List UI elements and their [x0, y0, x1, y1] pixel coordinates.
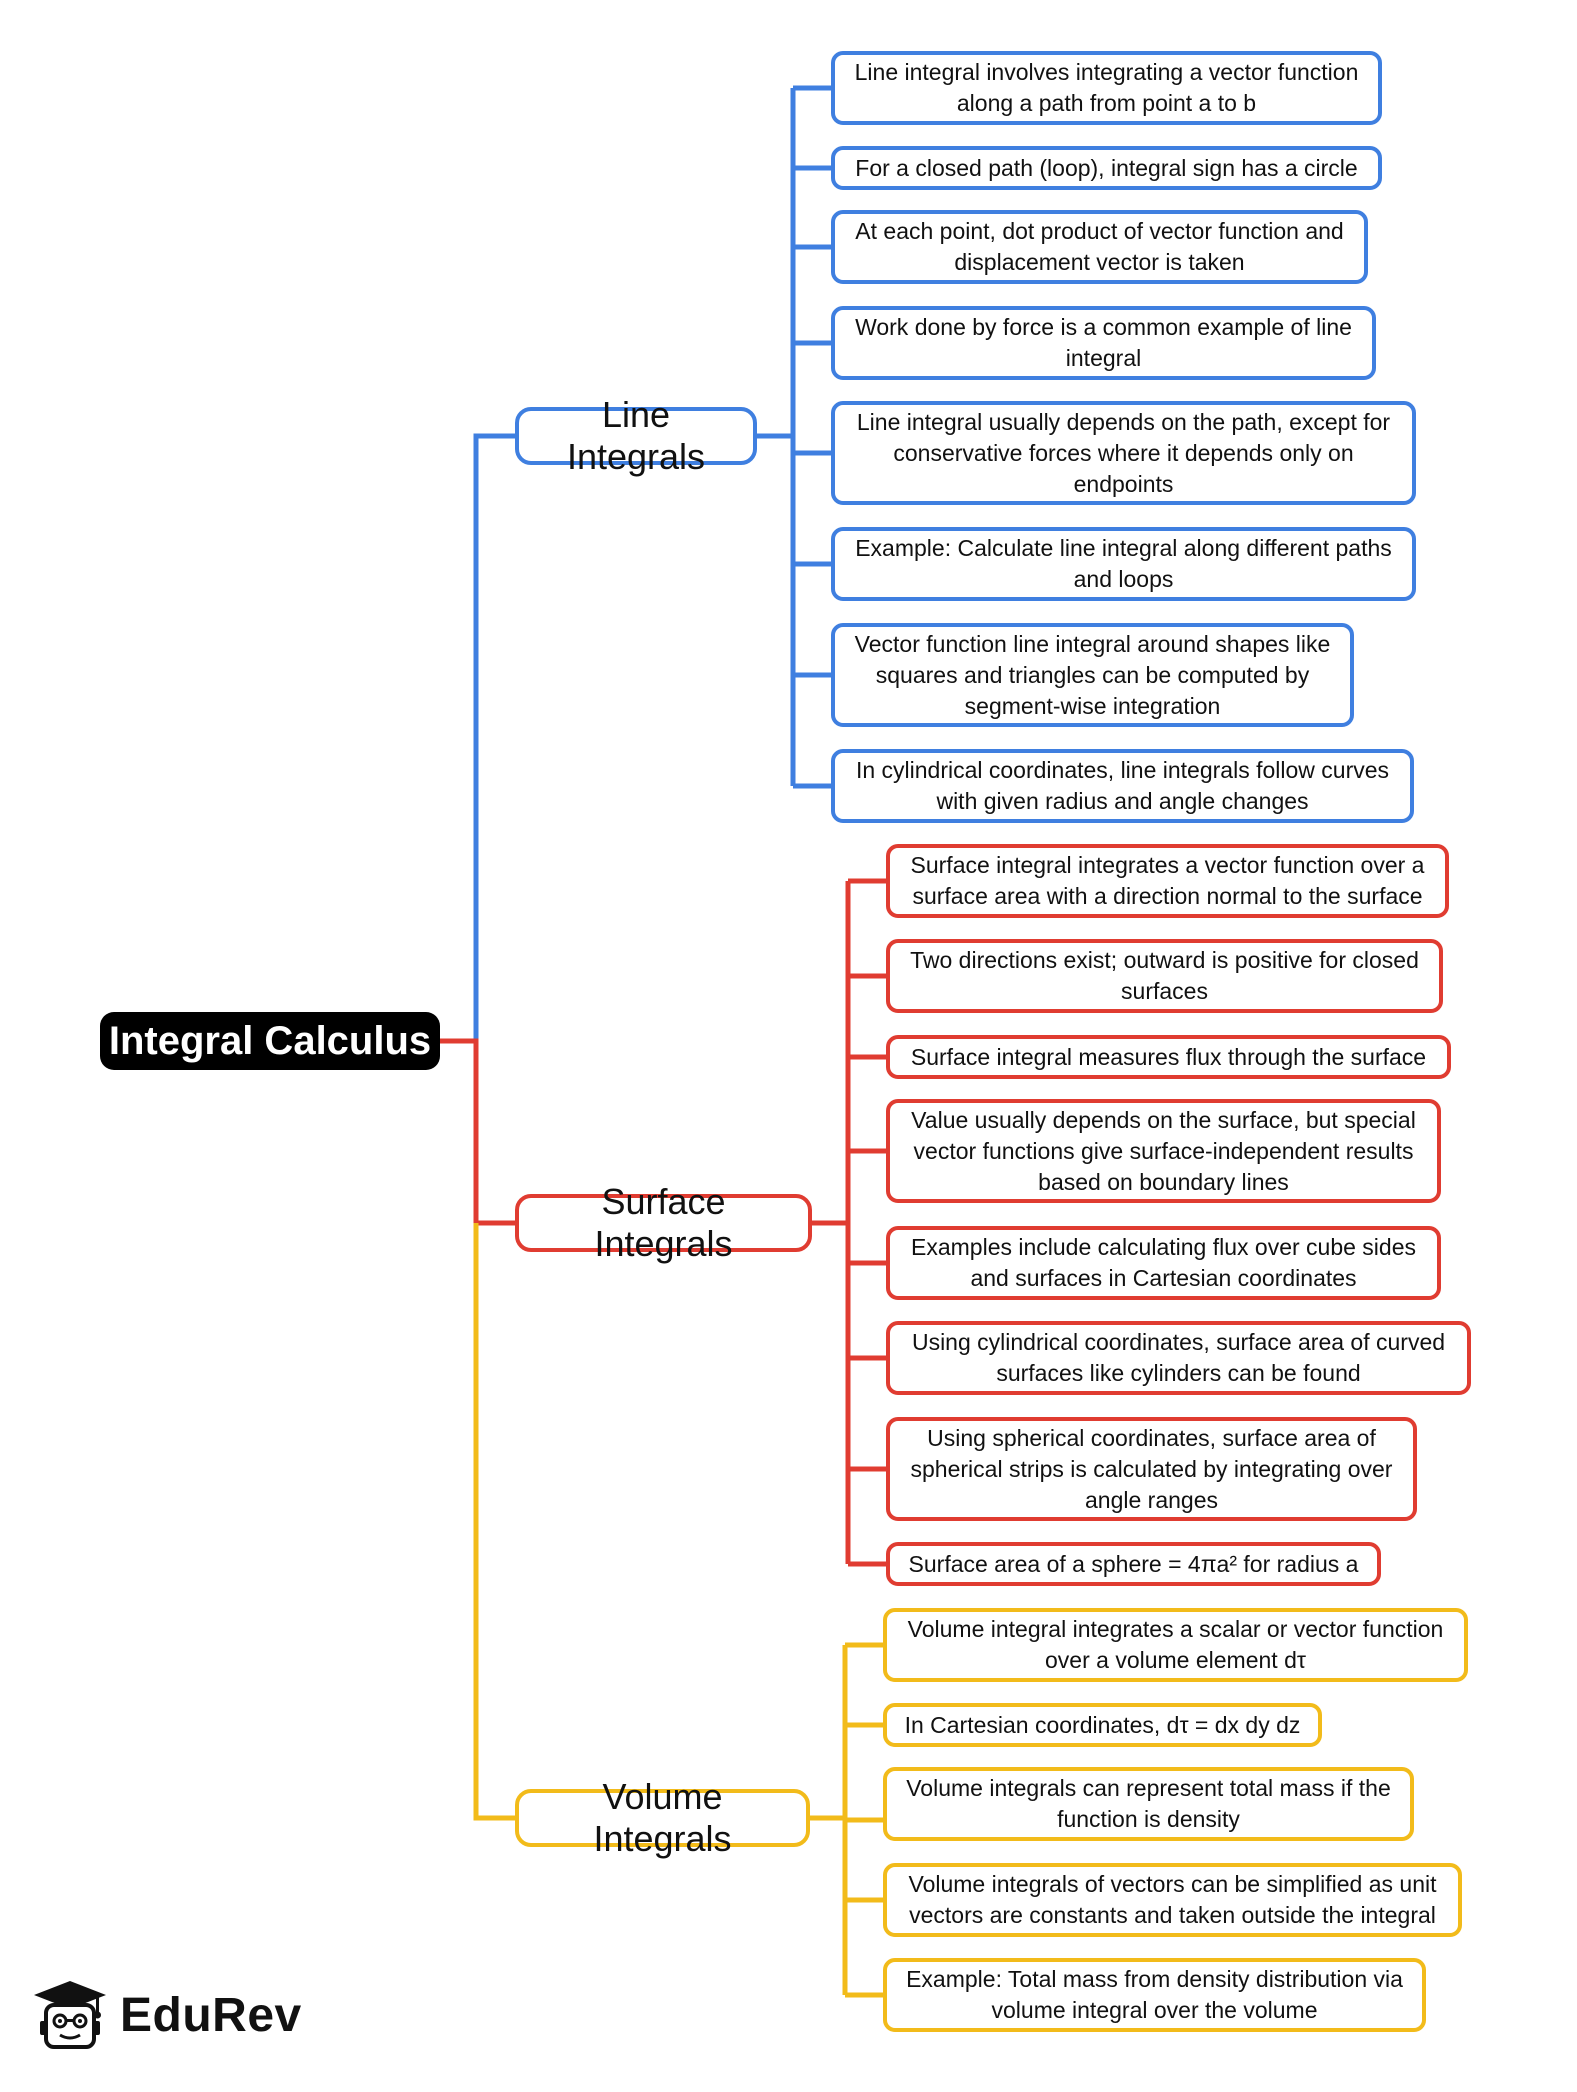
- leaf-node: Two directions exist; outward is positiv…: [886, 939, 1443, 1013]
- leaf-node: Line integral usually depends on the pat…: [831, 401, 1416, 505]
- branch-line-integrals: Line Integrals: [515, 394, 757, 477]
- volume-branch-connectors: [810, 1642, 883, 1998]
- edurev-logo: EduRev: [30, 1975, 320, 2055]
- surface-branch-connectors: [812, 878, 886, 1567]
- logo-text: EduRev: [120, 1988, 302, 2042]
- line-branch-connectors: [757, 85, 831, 789]
- leaf-node: For a closed path (loop), integral sign …: [831, 146, 1382, 190]
- leaf-node: Examples include calculating flux over c…: [886, 1226, 1441, 1300]
- leaf-node: Line integral involves integrating a vec…: [831, 51, 1382, 125]
- leaf-node: Vector function line integral around sha…: [831, 623, 1354, 727]
- root-connector-line: [440, 433, 515, 1044]
- leaf-node: Volume integral integrates a scalar or v…: [883, 1608, 1468, 1682]
- branch-volume-integrals: Volume Integrals: [515, 1776, 810, 1859]
- leaf-node: Using spherical coordinates, surface are…: [886, 1417, 1417, 1521]
- root-node: Integral Calculus: [100, 1012, 440, 1070]
- branch-surface-integrals: Surface Integrals: [515, 1181, 812, 1264]
- leaf-node: Example: Calculate line integral along d…: [831, 527, 1416, 601]
- leaf-node: Work done by force is a common example o…: [831, 306, 1376, 380]
- leaf-node: Surface integral integrates a vector fun…: [886, 844, 1449, 918]
- leaf-node: Using cylindrical coordinates, surface a…: [886, 1321, 1471, 1395]
- graduation-cap-mascot-icon: [34, 1981, 106, 2049]
- leaf-node: At each point, dot product of vector fun…: [831, 210, 1368, 284]
- leaf-node: Volume integrals can represent total mas…: [883, 1767, 1414, 1841]
- root-connector-surface: [440, 1038, 515, 1226]
- leaf-node: Surface integral measures flux through t…: [886, 1035, 1451, 1079]
- root-connector-volume: [473, 1223, 515, 1821]
- leaf-node: Value usually depends on the surface, bu…: [886, 1099, 1441, 1203]
- leaf-node: Example: Total mass from density distrib…: [883, 1958, 1426, 2032]
- leaf-node: In Cartesian coordinates, dτ = dx dy dz: [883, 1703, 1322, 1747]
- leaf-node: Volume integrals of vectors can be simpl…: [883, 1863, 1462, 1937]
- leaf-node: In cylindrical coordinates, line integra…: [831, 749, 1414, 823]
- leaf-node: Surface area of a sphere = 4πa² for radi…: [886, 1542, 1381, 1586]
